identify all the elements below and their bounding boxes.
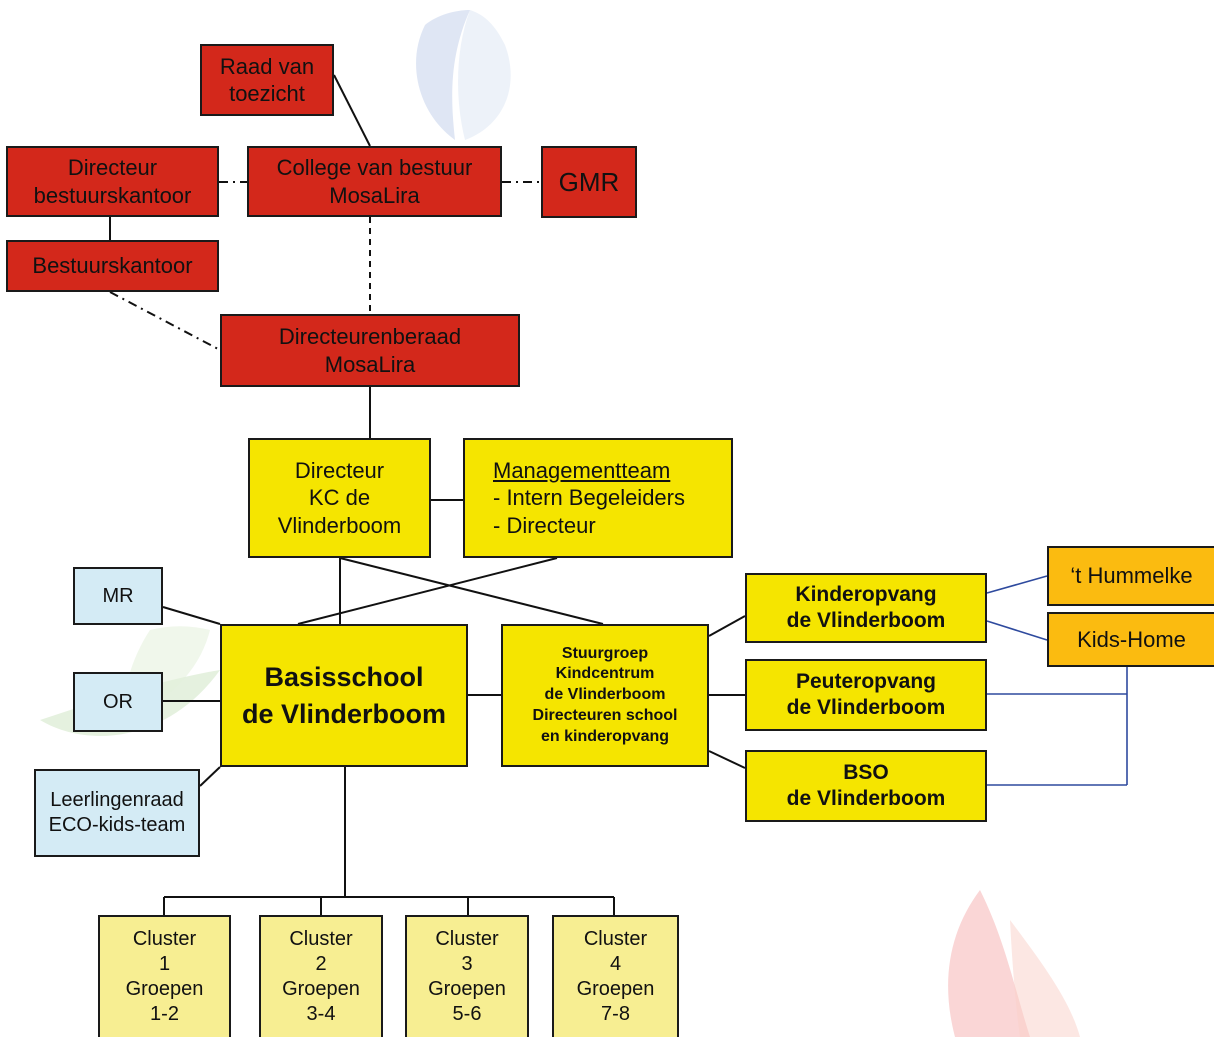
cluster-2-line-1: Cluster (289, 928, 353, 950)
hummelke-box: ‘t Hummelke (1047, 546, 1214, 606)
raad-van-toezicht-box: Raad van toezicht (200, 44, 334, 116)
college-line-2: MosaLira (329, 182, 420, 208)
cluster-box-2: Cluster 2 Groepen 3-4 (259, 915, 383, 1037)
leerlingenraad-line-2: ECO-kids-team (48, 814, 186, 836)
leerlingenraad-line-1: Leerlingenraad (50, 789, 184, 811)
or-label: OR (103, 690, 133, 713)
school-line-2: de Vlinderboom (241, 698, 447, 729)
cluster-1-line-4: 1-2 (150, 1003, 179, 1025)
bso-box: BSO de Vlinderboom (745, 750, 987, 822)
cluster-4-line-4: 7-8 (601, 1003, 630, 1025)
gmr-box: GMR (541, 146, 637, 218)
cluster-box-4: Cluster 4 Groepen 7-8 (552, 915, 679, 1037)
kidshome-box: Kids-Home (1047, 612, 1214, 667)
raad-line-2: toezicht (229, 81, 305, 106)
peuteropvang-line-1: Peuteropvang (795, 669, 937, 693)
dirkc-line-3: Vlinderboom (277, 512, 402, 538)
cluster-2-line-4: 3-4 (306, 1003, 336, 1025)
cluster-1-line-2: 1 (158, 953, 171, 975)
cluster-box-1: Cluster 1 Groepen 1-2 (98, 915, 231, 1037)
mt-item-2: - Directeur (493, 512, 596, 538)
bso-line-1: BSO (843, 760, 889, 784)
cluster-3-line-3: Groepen (428, 978, 506, 1000)
stuurgroep-box: Stuurgroep Kindcentrum de Vlinderboom Di… (501, 624, 709, 767)
directeur-bestuurskantoor-box: Directeur bestuurskantoor (6, 146, 219, 217)
leerlingenraad-box: Leerlingenraad ECO-kids-team (34, 769, 200, 857)
cluster-2-line-2: 2 (315, 953, 327, 975)
beraad-line-2: MosaLira (324, 351, 416, 377)
kinderopvang-line-1: Kinderopvang (795, 582, 937, 606)
cluster-2-line-3: Groepen (282, 978, 360, 1000)
butterfly-watermark-top (416, 10, 511, 140)
college-line-1: College van bestuur (276, 155, 473, 180)
peuteropvang-line-2: de Vlinderboom (786, 696, 946, 719)
kidshome-label: Kids-Home (1077, 626, 1186, 652)
butterfly-watermark-bottom (948, 890, 1080, 1037)
managementteam-box: Managementteam - Intern Begeleiders - Di… (463, 438, 733, 558)
kinderopvang-box: Kinderopvang de Vlinderboom (745, 573, 987, 643)
bestuurskantoor-label: Bestuurskantoor (32, 253, 193, 279)
dirbest-line-1: Directeur (67, 155, 158, 180)
hummelke-label: ‘t Hummelke (1070, 563, 1193, 589)
stuurgroep-line-5: en kinderopvang (540, 727, 670, 745)
cluster-1-line-1: Cluster (132, 928, 197, 950)
cluster-3-line-4: 5-6 (452, 1003, 482, 1025)
cluster-3-line-1: Cluster (435, 928, 499, 950)
directeurenberaad-box: Directeurenberaad MosaLira (220, 314, 520, 387)
bso-line-2: de Vlinderboom (786, 787, 946, 810)
cluster-4-line-3: Groepen (576, 978, 655, 1000)
dirkc-line-1: Directeur (294, 457, 385, 483)
raad-line-1: Raad van (219, 53, 315, 79)
mr-label: MR (102, 584, 134, 607)
stuurgroep-line-4: Directeuren school (532, 706, 678, 724)
or-box: OR (73, 672, 163, 732)
cluster-box-3: Cluster 3 Groepen 5-6 (405, 915, 529, 1037)
cluster-4-line-1: Cluster (583, 928, 648, 950)
bestuurskantoor-box: Bestuurskantoor (6, 240, 219, 292)
cluster-3-line-2: 3 (461, 953, 473, 975)
stuurgroep-line-1: Stuurgroep (561, 644, 649, 662)
mt-item-1: - Intern Begeleiders (493, 485, 685, 511)
basisschool-box: Basisschool de Vlinderboom (220, 624, 468, 767)
mr-box: MR (73, 567, 163, 625)
stuurgroep-line-3: de Vlinderboom (544, 686, 666, 704)
gmr-label: GMR (558, 166, 620, 197)
kinderopvang-line-2: de Vlinderboom (786, 609, 946, 632)
mt-title: Managementteam (493, 457, 671, 483)
school-line-1: Basisschool (264, 662, 424, 693)
college-van-bestuur-box: College van bestuur MosaLira (247, 146, 502, 217)
dirbest-line-2: bestuurskantoor (33, 182, 192, 208)
peuteropvang-box: Peuteropvang de Vlinderboom (745, 659, 987, 731)
beraad-line-1: Directeurenberaad (278, 324, 462, 349)
cluster-4-line-2: 4 (609, 953, 622, 975)
cluster-1-line-3: Groepen (125, 978, 204, 1000)
stuurgroep-line-2: Kindcentrum (555, 665, 655, 683)
directeur-kc-box: Directeur KC de Vlinderboom (248, 438, 431, 558)
dirkc-line-2: KC de (308, 485, 371, 511)
